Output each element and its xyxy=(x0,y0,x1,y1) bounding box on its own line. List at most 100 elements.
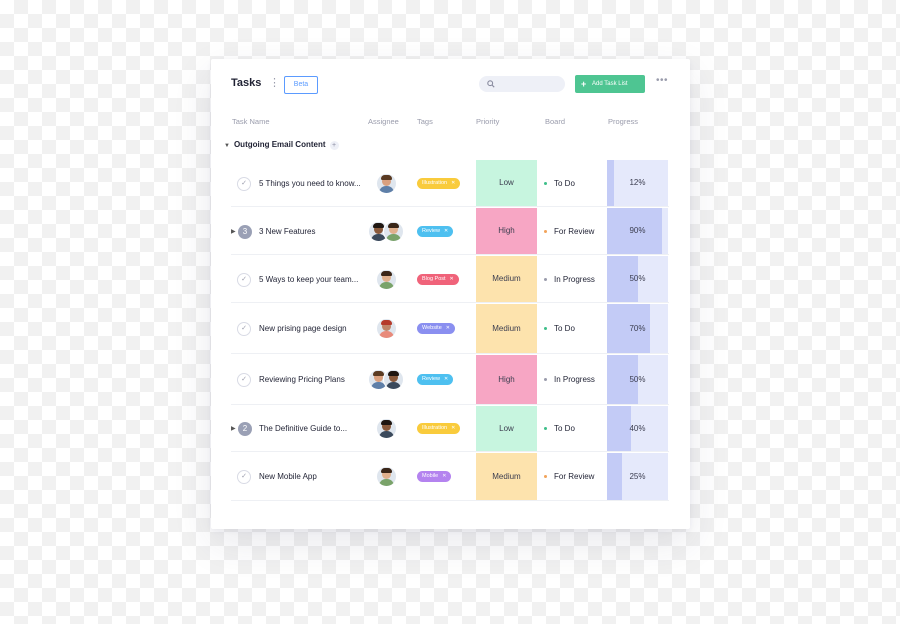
avatar[interactable] xyxy=(376,172,397,194)
task-name[interactable]: Reviewing Pricing Plans xyxy=(259,375,345,384)
complete-check-icon[interactable]: ✓ xyxy=(237,322,251,336)
progress-bar[interactable]: 90% xyxy=(607,208,668,254)
row-divider xyxy=(231,404,669,405)
tag-chip[interactable]: Illustration✕ xyxy=(417,423,461,434)
add-task-list-button[interactable]: + Add Task List xyxy=(575,75,645,93)
complete-check-icon[interactable]: ✓ xyxy=(237,470,251,484)
tag-chip[interactable]: Website✕ xyxy=(417,323,455,334)
progress-fill xyxy=(607,453,623,500)
progress-fill xyxy=(607,406,632,451)
progress-percent: 12% xyxy=(629,178,646,187)
remove-tag-icon[interactable]: ✕ xyxy=(442,473,447,479)
caret-right-icon[interactable]: ▶ xyxy=(231,426,236,432)
subtask-count-badge[interactable]: 2 xyxy=(238,422,252,436)
table-row[interactable]: ✓ 5 Things you need to know... Illustratio… xyxy=(231,160,669,207)
task-name[interactable]: New prising page design xyxy=(259,324,347,333)
complete-check-icon[interactable]: ✓ xyxy=(237,176,251,191)
column-header-tags[interactable]: Tags xyxy=(417,117,433,126)
task-name[interactable]: 5 Things you need to know... xyxy=(259,178,361,188)
priority-cell[interactable]: Medium xyxy=(476,453,537,500)
remove-tag-icon[interactable]: ✕ xyxy=(451,425,456,431)
table-row[interactable]: ▶3 3 New Features Review✕ High For Review 90% xyxy=(231,208,669,255)
tag-label: Review xyxy=(422,376,441,382)
task-name[interactable]: 3 New Features xyxy=(259,226,316,236)
progress-bar[interactable]: 70% xyxy=(607,304,668,353)
tag-chip[interactable]: Blog Post✕ xyxy=(417,273,459,285)
progress-fill xyxy=(607,208,662,254)
tag-chip[interactable]: Illustration✕ xyxy=(417,177,461,189)
add-task-icon[interactable]: + xyxy=(329,141,339,150)
tag-chip[interactable]: Review✕ xyxy=(417,225,454,237)
column-header-board[interactable]: Board xyxy=(545,117,566,126)
avatar[interactable] xyxy=(383,369,404,390)
table-row[interactable]: ✓ Reviewing Pricing Plans Review✕ High In Pr… xyxy=(231,355,669,405)
search-input[interactable] xyxy=(479,76,565,92)
priority-cell[interactable]: High xyxy=(476,355,537,404)
caret-down-icon[interactable]: ▼ xyxy=(224,143,230,149)
progress-percent: 90% xyxy=(629,226,646,235)
group-header[interactable]: ▼Outgoing Email Content+ xyxy=(224,140,339,150)
avatar[interactable] xyxy=(376,318,397,339)
avatar[interactable] xyxy=(376,418,397,439)
board-label: For Review xyxy=(554,472,595,481)
remove-tag-icon[interactable]: ✕ xyxy=(444,376,449,382)
progress-bar[interactable]: 40% xyxy=(607,406,668,451)
tag-chip[interactable]: Mobile✕ xyxy=(417,471,452,482)
tag-label: Illustration xyxy=(422,425,448,431)
remove-tag-icon[interactable]: ✕ xyxy=(444,227,449,234)
priority-cell[interactable]: Low xyxy=(476,160,537,206)
progress-percent: 50% xyxy=(629,375,646,384)
remove-tag-icon[interactable]: ✕ xyxy=(445,325,450,331)
status-dot-icon xyxy=(544,378,547,382)
board-status[interactable]: To Do xyxy=(544,324,575,333)
table-row[interactable]: ▶2 The Definitive Guide to... Illustration… xyxy=(231,406,669,452)
avatar[interactable] xyxy=(376,268,397,290)
progress-percent: 40% xyxy=(629,424,646,433)
priority-cell[interactable]: Medium xyxy=(476,256,537,302)
column-header-progress[interactable]: Progress xyxy=(608,117,639,126)
board-status[interactable]: In Progress xyxy=(544,375,595,384)
task-name[interactable]: New Mobile App xyxy=(259,472,317,481)
avatar[interactable] xyxy=(376,466,397,487)
page-title: Tasks xyxy=(231,77,262,89)
board-status[interactable]: To Do xyxy=(544,424,575,433)
tag-label: Illustration xyxy=(422,179,448,186)
progress-bar[interactable]: 12% xyxy=(607,160,668,206)
board-status[interactable]: For Review xyxy=(544,472,594,481)
column-header-assignee[interactable]: Assignee xyxy=(368,117,399,126)
board-status[interactable]: In Progress xyxy=(544,275,595,284)
row-divider xyxy=(231,500,669,501)
complete-check-icon[interactable]: ✓ xyxy=(237,373,251,387)
remove-tag-icon[interactable]: ✕ xyxy=(449,275,454,282)
table-row[interactable]: ✓ 5 Ways to keep your team... Blog Post✕ Me… xyxy=(231,256,669,303)
tag-label: Blog Post xyxy=(422,275,446,282)
subtask-count-badge[interactable]: 3 xyxy=(238,224,252,239)
complete-check-icon[interactable]: ✓ xyxy=(237,272,251,287)
more-horizontal-icon[interactable]: ••• xyxy=(656,75,669,86)
board-status[interactable]: For Review xyxy=(544,227,594,236)
beta-badge[interactable]: Beta xyxy=(284,76,318,94)
priority-cell[interactable]: Low xyxy=(476,406,537,451)
task-name[interactable]: 5 Ways to keep your team... xyxy=(259,274,359,284)
board-status[interactable]: To Do xyxy=(544,179,575,188)
task-name[interactable]: The Definitive Guide to... xyxy=(259,424,348,433)
status-dot-icon xyxy=(544,327,547,331)
board-label: To Do xyxy=(554,178,575,188)
board-label: For Review xyxy=(554,226,595,236)
priority-cell[interactable]: Medium xyxy=(476,304,537,353)
title-menu-icon[interactable]: ⋮ xyxy=(269,77,280,89)
column-header-task-name[interactable]: Task Name xyxy=(232,117,270,126)
progress-percent: 70% xyxy=(629,324,646,333)
avatar[interactable] xyxy=(383,220,404,242)
caret-right-icon[interactable]: ▶ xyxy=(231,228,236,235)
progress-fill xyxy=(607,304,650,353)
progress-bar[interactable]: 25% xyxy=(607,453,668,500)
progress-bar[interactable]: 50% xyxy=(607,355,668,404)
priority-cell[interactable]: High xyxy=(476,208,537,254)
remove-tag-icon[interactable]: ✕ xyxy=(451,179,456,186)
tag-chip[interactable]: Review✕ xyxy=(417,374,454,385)
table-row[interactable]: ✓ New prising page design Website✕ Medium To… xyxy=(231,304,669,354)
progress-bar[interactable]: 50% xyxy=(607,256,668,302)
table-row[interactable]: ✓ New Mobile App Mobile✕ Medium For Review 25… xyxy=(231,453,669,501)
column-header-priority[interactable]: Priority xyxy=(476,117,500,126)
